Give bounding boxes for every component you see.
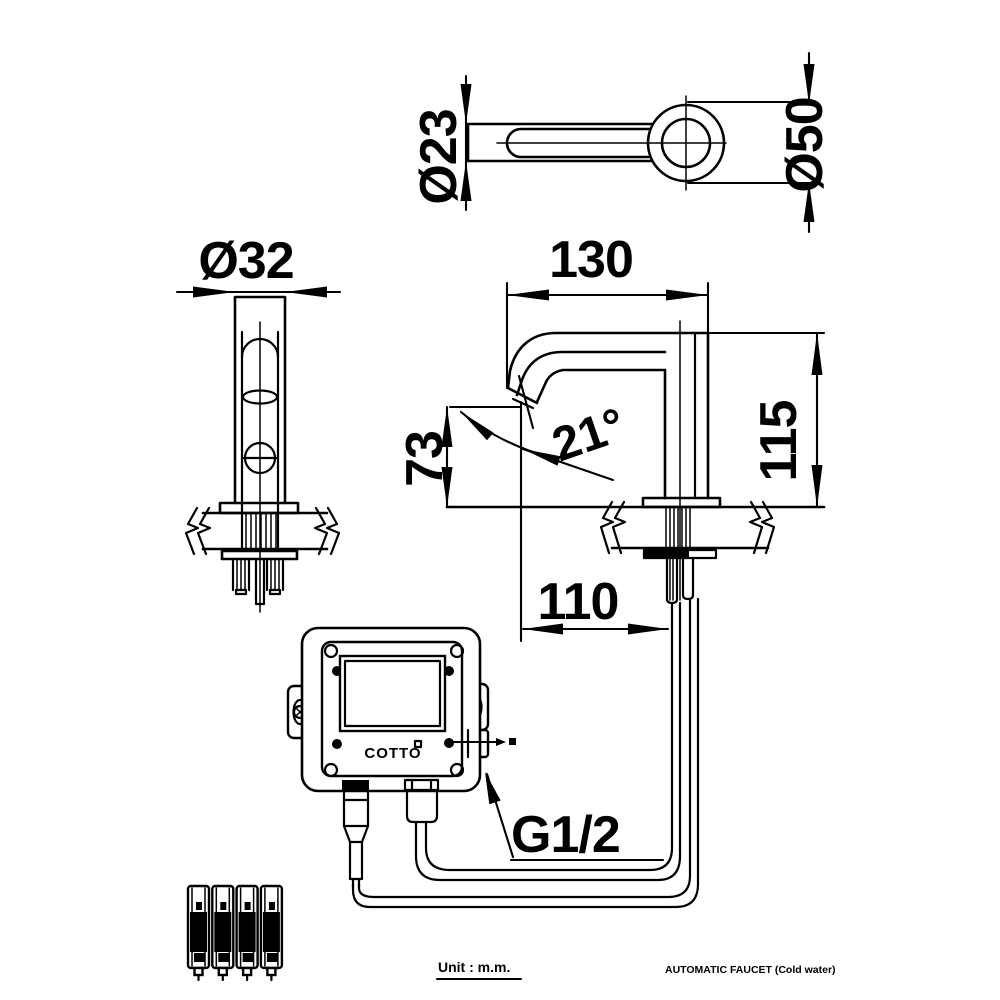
thread-callout: G1/2 <box>485 772 665 864</box>
dim115-label: 115 <box>750 400 808 481</box>
battery-icon <box>235 884 259 982</box>
dimension-dia50: Ø50 <box>686 51 834 234</box>
dimension-130: 130 <box>505 231 710 390</box>
battery-icon <box>186 884 211 982</box>
inlet-connector <box>403 778 440 824</box>
logo-mark <box>413 739 423 749</box>
footer: Unit : m.m. AUTOMATIC FAUCET (Cold water… <box>435 959 836 981</box>
side-view-faucet <box>351 320 826 909</box>
sensor-window <box>338 654 447 733</box>
dia23-label: Ø23 <box>410 109 468 204</box>
top-view-spout <box>466 95 727 191</box>
dim130-label: 130 <box>549 231 633 289</box>
dia32-label-bind: Ø32 <box>198 232 293 290</box>
battery-icon <box>259 884 284 982</box>
front-shanks <box>220 549 299 606</box>
deck-side <box>445 500 826 555</box>
battery-icon <box>211 884 235 982</box>
dim110-label: 110 <box>538 573 619 631</box>
dimension-angle-21: 21° <box>459 374 632 482</box>
sensor-plug <box>342 780 370 890</box>
front-view-column: Ø32 <box>175 232 342 613</box>
dimension-73: 73 <box>396 405 522 509</box>
supply-hoses <box>351 597 700 909</box>
dimension-dia23: Ø23 <box>410 74 472 212</box>
angle-label: 21° <box>546 398 632 472</box>
dia50-label: Ø50 <box>776 97 834 192</box>
dimension-115: 115 <box>706 331 826 509</box>
dimension-110: 110 <box>519 400 670 643</box>
inlet-arrow-icon <box>450 738 516 746</box>
brand-logo: COTTO <box>364 745 421 762</box>
deck-front <box>184 506 341 556</box>
thread-label: G1/2 <box>511 806 620 864</box>
dim73-label: 73 <box>396 431 454 487</box>
unit-note: Unit : m.m. <box>438 959 510 975</box>
product-title: AUTOMATIC FAUCET (Cold water) <box>665 964 836 976</box>
battery-pack <box>186 884 284 982</box>
control-box: COTTO <box>286 626 516 890</box>
